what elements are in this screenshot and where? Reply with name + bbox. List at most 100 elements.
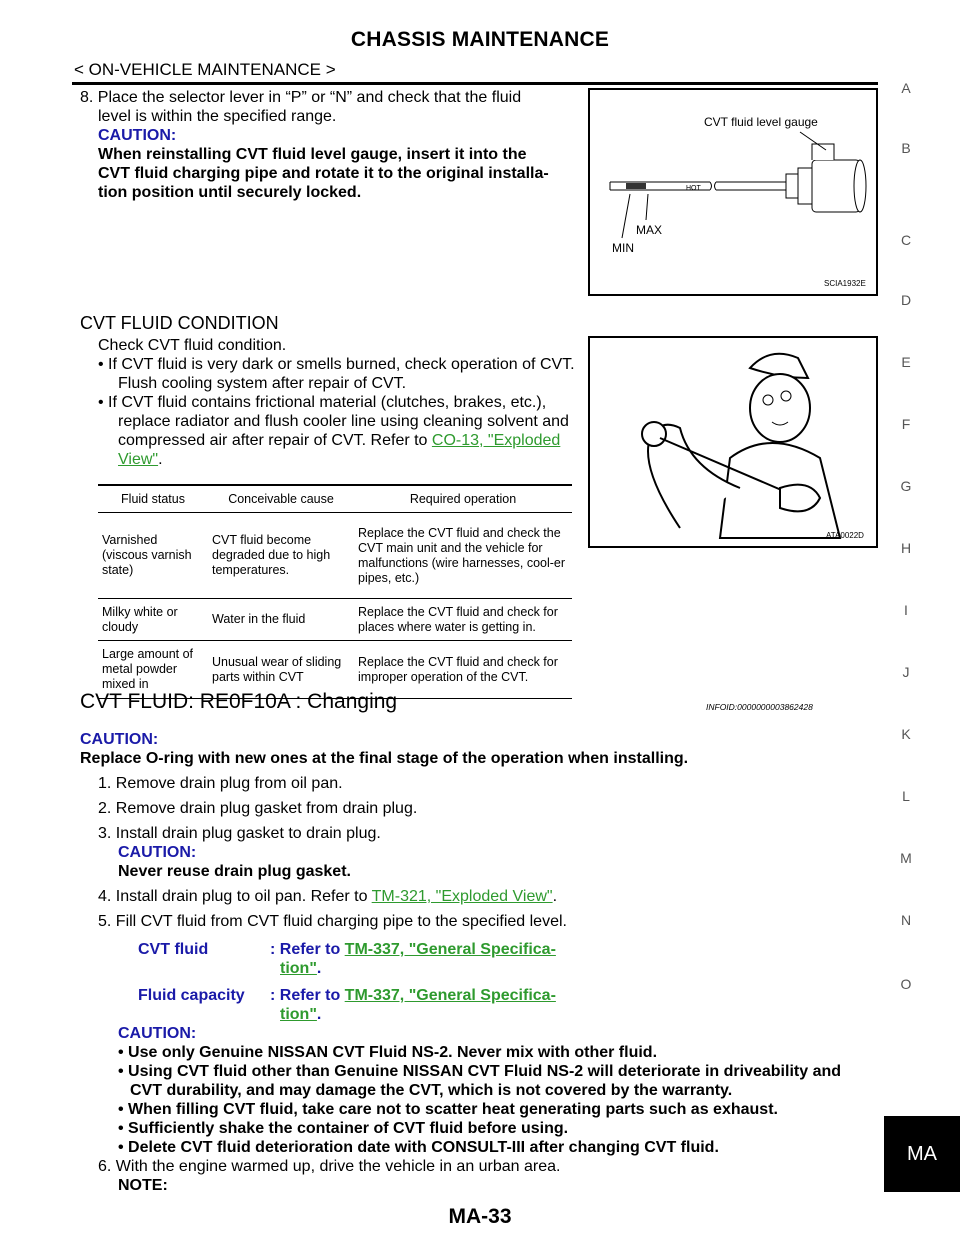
text: : Refer to — [270, 987, 345, 1004]
fluid-status-table: Fluid status Conceivable cause Required … — [98, 486, 572, 699]
step-4: 4. Install drain plug to oil pan. Refer … — [80, 887, 880, 906]
condition-intro: Check CVT fluid condition. — [98, 337, 287, 354]
table-cell: Water in the fluid — [208, 598, 354, 641]
caution-text: tion position until securely locked. — [98, 184, 362, 201]
co-13-link-cont[interactable]: View" — [118, 451, 159, 468]
changing-procedure: CAUTION: Replace O-ring with new ones at… — [80, 730, 880, 931]
max-label: MAX — [636, 223, 662, 237]
spec-label: CVT fluid — [138, 941, 209, 958]
table-cell: Replace the CVT fluid and check for impr… — [354, 640, 572, 699]
section-tab-ma[interactable]: MA — [884, 1116, 960, 1192]
condition-bullet: • If CVT fluid contains frictional mater… — [98, 394, 547, 411]
text: . — [158, 451, 163, 468]
breadcrumb: < ON-VEHICLE MAINTENANCE > — [74, 60, 336, 79]
info-id: INFOID:0000000003862428 — [706, 702, 813, 712]
column-header: Fluid status — [98, 486, 208, 513]
gauge-illustration: HOT CVT fluid level gauge MAX MIN SCIA19… — [609, 115, 867, 288]
spec-label: Fluid capacity — [138, 987, 245, 1004]
sidebar-letter: D — [900, 292, 912, 308]
tm-321-link[interactable]: TM-321, "Exploded View" — [371, 888, 553, 905]
table-cell: Replace the CVT fluid and check for plac… — [354, 598, 572, 641]
text: 4. Install drain plug to oil pan. Refer … — [98, 888, 372, 905]
table-cell: Milky white or cloudy — [98, 598, 208, 641]
sidebar-letter: A — [901, 80, 911, 96]
sidebar-letter: N — [900, 912, 912, 928]
sidebar-letter: L — [902, 788, 910, 804]
sidebar-letter: K — [901, 726, 911, 742]
text: . — [316, 960, 322, 977]
fluid-status-table-wrap: Fluid status Conceivable cause Required … — [98, 484, 572, 699]
caution-text: CVT fluid charging pipe and rotate it to… — [98, 165, 549, 182]
hot-label: HOT — [686, 185, 702, 192]
step-2: 2. Remove drain plug gasket from drain p… — [98, 800, 418, 817]
sidebar-letter: M — [900, 850, 912, 866]
sidebar-letter: O — [900, 976, 912, 992]
step-3: 3. Install drain plug gasket to drain pl… — [98, 825, 381, 842]
sidebar-letter: I — [904, 602, 908, 618]
table-row: Varnished (viscous varnish state) CVT fl… — [98, 512, 572, 599]
column-header: Conceivable cause — [208, 486, 354, 513]
caution-text: Replace O-ring with new ones at the fina… — [80, 750, 689, 767]
mechanic-inspecting-figure: ATA0022D — [588, 336, 878, 548]
sidebar-letter: J — [902, 664, 910, 680]
step-8-line-1: 8. Place the selector lever in “P” or “N… — [80, 89, 522, 106]
text: compressed air after repair of CVT. Refe… — [118, 432, 432, 449]
spec-value: : Refer to TM-337, "General Specifica- t… — [270, 940, 556, 978]
text: . — [552, 888, 558, 905]
gauge-hatch — [626, 183, 646, 189]
spec-row: CVT fluid : Refer to TM-337, "General Sp… — [138, 940, 578, 978]
step-6-block: 6. With the engine warmed up, drive the … — [98, 1157, 878, 1195]
text: . — [316, 1006, 322, 1023]
sidebar-letter: C — [900, 232, 912, 248]
caution-bullet: • Using CVT fluid other than Genuine NIS… — [118, 1063, 842, 1080]
figure-code: SCIA1932E — [824, 279, 866, 288]
fluid-level-gauge-figure: HOT CVT fluid level gauge MAX MIN SCIA19… — [588, 88, 878, 296]
mechanic-illustration: ATA0022D — [641, 352, 864, 540]
spec-row: Fluid capacity : Refer to TM-337, "Gener… — [138, 986, 578, 1024]
caution-text: Never reuse drain plug gasket. — [118, 863, 351, 880]
caution-bullet: • When filling CVT fluid, take care not … — [118, 1101, 778, 1118]
co-13-link[interactable]: CO-13, "Exploded — [431, 432, 561, 449]
sidebar-letter: E — [901, 354, 911, 370]
sidebar-letter: H — [900, 540, 912, 556]
tm-337-link[interactable]: TM-337, "General Specifica- — [344, 941, 556, 958]
page-title: CHASSIS MAINTENANCE — [350, 28, 610, 51]
step-6: 6. With the engine warmed up, drive the … — [98, 1158, 561, 1175]
step-8: 8. Place the selector lever in “P” or “N… — [80, 88, 580, 202]
table-cell: CVT fluid become degraded due to high te… — [208, 512, 354, 599]
sidebar-letter: B — [901, 140, 911, 156]
min-label: MIN — [612, 241, 634, 255]
table-row: Large amount of metal powder mixed in Un… — [98, 640, 572, 699]
condition-bullet-cont: Flush cooling system after repair of CVT… — [118, 375, 407, 392]
step-5: 5. Fill CVT fluid from CVT fluid chargin… — [98, 913, 567, 930]
caution-bullet: • Delete CVT fluid deterioration date wi… — [118, 1139, 719, 1156]
table-cell: Large amount of metal powder mixed in — [98, 640, 208, 699]
caution-bullet: • Sufficiently shake the container of CV… — [118, 1120, 569, 1137]
table-cell: Varnished (viscous varnish state) — [98, 512, 208, 599]
condition-bullet-cont: View". — [80, 450, 580, 469]
header-divider — [72, 82, 878, 85]
caution-text: When reinstalling CVT fluid level gauge,… — [98, 146, 527, 163]
sidebar-letter: F — [901, 416, 911, 432]
changing-section-title: CVT FLUID: RE0F10A : Changing — [80, 690, 398, 713]
condition-bullet: • If CVT fluid is very dark or smells bu… — [98, 356, 575, 373]
text: : Refer to — [270, 941, 345, 958]
tm-337-link[interactable]: TM-337, "General Specifica- — [344, 987, 556, 1004]
caution-bullet: • Use only Genuine NISSAN CVT Fluid NS-2… — [118, 1044, 658, 1061]
table-cell: Replace the CVT fluid and check the CVT … — [354, 512, 572, 599]
section-heading: CVT FLUID CONDITION — [80, 313, 279, 333]
spec-table: CVT fluid : Refer to TM-337, "General Sp… — [138, 940, 578, 1024]
caution-label: CAUTION: — [98, 127, 177, 144]
caution-label: CAUTION: — [118, 1025, 197, 1042]
condition-bullet-cont: replace radiator and flush cooler line u… — [118, 413, 569, 430]
caution-label: CAUTION: — [80, 731, 159, 748]
step-8-line-2: level is within the specified range. — [98, 108, 337, 125]
tm-337-link-cont[interactable]: tion" — [280, 960, 317, 977]
table-cell: Unusual wear of sliding parts within CVT — [208, 640, 354, 699]
table-row: Milky white or cloudy Water in the fluid… — [98, 598, 572, 641]
figure-code: ATA0022D — [826, 531, 864, 540]
condition-text: Check CVT fluid condition. • If CVT flui… — [80, 336, 580, 469]
caution-block: CAUTION: • Use only Genuine NISSAN CVT F… — [118, 1024, 888, 1157]
tm-337-link-cont[interactable]: tion" — [280, 1006, 317, 1023]
table-header-row: Fluid status Conceivable cause Required … — [98, 486, 572, 513]
